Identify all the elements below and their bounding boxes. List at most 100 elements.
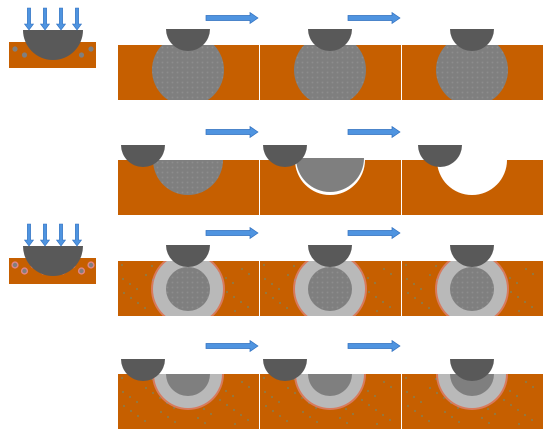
contaminant-dot <box>172 406 176 410</box>
contaminant-dot <box>404 263 408 267</box>
particle-core <box>79 268 84 274</box>
contaminant-dot <box>278 301 282 305</box>
contaminant-dot <box>129 409 133 413</box>
down-arrow-icon <box>55 223 67 247</box>
contaminant-dot <box>442 396 446 400</box>
contaminant-dot <box>493 412 497 416</box>
contaminant-dot <box>270 395 274 399</box>
contaminant-dot <box>427 306 431 310</box>
contaminant-dot <box>412 282 416 286</box>
inset-compression-sketch <box>9 30 96 68</box>
contaminant-dot <box>231 394 235 398</box>
particle-texture <box>450 267 494 311</box>
contaminant-dot <box>531 385 535 389</box>
row-1 <box>118 29 543 100</box>
contaminant-dot <box>381 300 385 304</box>
contaminant-dot <box>271 409 275 413</box>
contaminant-dot <box>517 309 521 313</box>
contaminant-dot <box>202 407 206 411</box>
contaminant-dot <box>516 408 520 412</box>
contaminant-dot <box>405 390 409 394</box>
contaminant-dot <box>367 290 371 294</box>
contaminant-dot <box>405 277 409 281</box>
particle-core <box>88 262 94 268</box>
right-arrow-icon <box>205 226 259 240</box>
contaminant-dot <box>381 413 385 417</box>
contaminant-dot <box>524 267 528 271</box>
stage-panel <box>402 359 543 429</box>
particle-core <box>308 374 352 396</box>
contaminant-dot <box>382 380 386 384</box>
indenter-icon <box>450 359 494 381</box>
contaminant-dot <box>240 380 244 384</box>
indenter-icon <box>121 359 165 381</box>
contaminant-dot <box>263 390 267 394</box>
contaminant-dot <box>136 301 140 305</box>
contaminant-dot <box>373 394 377 398</box>
indenter-icon <box>308 245 352 267</box>
particle-texture <box>153 160 223 195</box>
contaminant-dot <box>345 421 349 425</box>
contaminant-dot <box>271 296 275 300</box>
contaminant-dot <box>366 276 370 280</box>
contaminant-dot <box>225 290 229 294</box>
contaminant-dot <box>515 394 519 398</box>
contaminant-dot <box>144 386 148 390</box>
contaminant-dot <box>247 272 251 276</box>
contaminant-dot <box>262 376 266 380</box>
contaminant-dot <box>120 376 124 380</box>
right-arrow-icon <box>347 125 401 139</box>
embedded-particle <box>151 261 225 316</box>
contaminant-dot <box>232 295 236 299</box>
indenter-icon <box>166 245 210 267</box>
contaminant-dot <box>509 403 513 407</box>
right-arrow-icon <box>347 226 401 240</box>
particle-core <box>22 268 27 274</box>
contaminant-dot <box>419 287 423 291</box>
stage-panel <box>402 145 543 215</box>
contaminant-dot <box>143 419 147 423</box>
contaminant-dot <box>264 404 268 408</box>
contaminant-dot <box>120 263 124 267</box>
contaminant-dot <box>263 277 267 281</box>
contaminant-dot <box>517 422 521 426</box>
contaminant-dot <box>203 421 207 425</box>
stage-panel <box>118 245 259 316</box>
contaminant-dot <box>420 301 424 305</box>
contaminant-dot <box>136 414 140 418</box>
contaminant-dot <box>486 407 490 411</box>
stage-panel <box>260 245 401 316</box>
contaminant-dot <box>122 291 126 295</box>
contaminant-dot <box>388 305 392 309</box>
contaminant-dot <box>232 408 236 412</box>
contaminant-dot <box>428 386 432 390</box>
embedded-particle <box>294 45 366 100</box>
contaminant-dot <box>523 413 527 417</box>
stage-panel <box>402 29 543 100</box>
particle-texture <box>308 267 352 311</box>
contaminant-dot <box>428 273 432 277</box>
row-4 <box>118 359 543 429</box>
particle-core <box>12 262 18 268</box>
particle-texture <box>294 45 366 100</box>
embedded-particle <box>152 45 224 100</box>
contaminant-dot <box>315 420 319 424</box>
stage-panel <box>402 245 543 316</box>
contaminant-dot <box>480 416 484 420</box>
contaminant-dot <box>286 386 290 390</box>
contaminant-dot <box>406 291 410 295</box>
contaminant-dot <box>240 267 244 271</box>
contaminant-dot <box>262 263 266 267</box>
down-arrow-icon <box>23 223 35 247</box>
contaminant-dot <box>277 287 281 291</box>
contaminant-dot <box>231 281 235 285</box>
contaminant-dot <box>239 413 243 417</box>
contaminant-dot <box>151 391 155 395</box>
contaminant-dot <box>516 295 520 299</box>
contaminant-dot <box>264 291 268 295</box>
indenter-icon <box>450 29 494 51</box>
contaminant-dot <box>457 420 461 424</box>
contaminant-dot <box>530 418 534 422</box>
down-arrow-icon <box>39 7 51 31</box>
contaminant-dot <box>509 290 513 294</box>
